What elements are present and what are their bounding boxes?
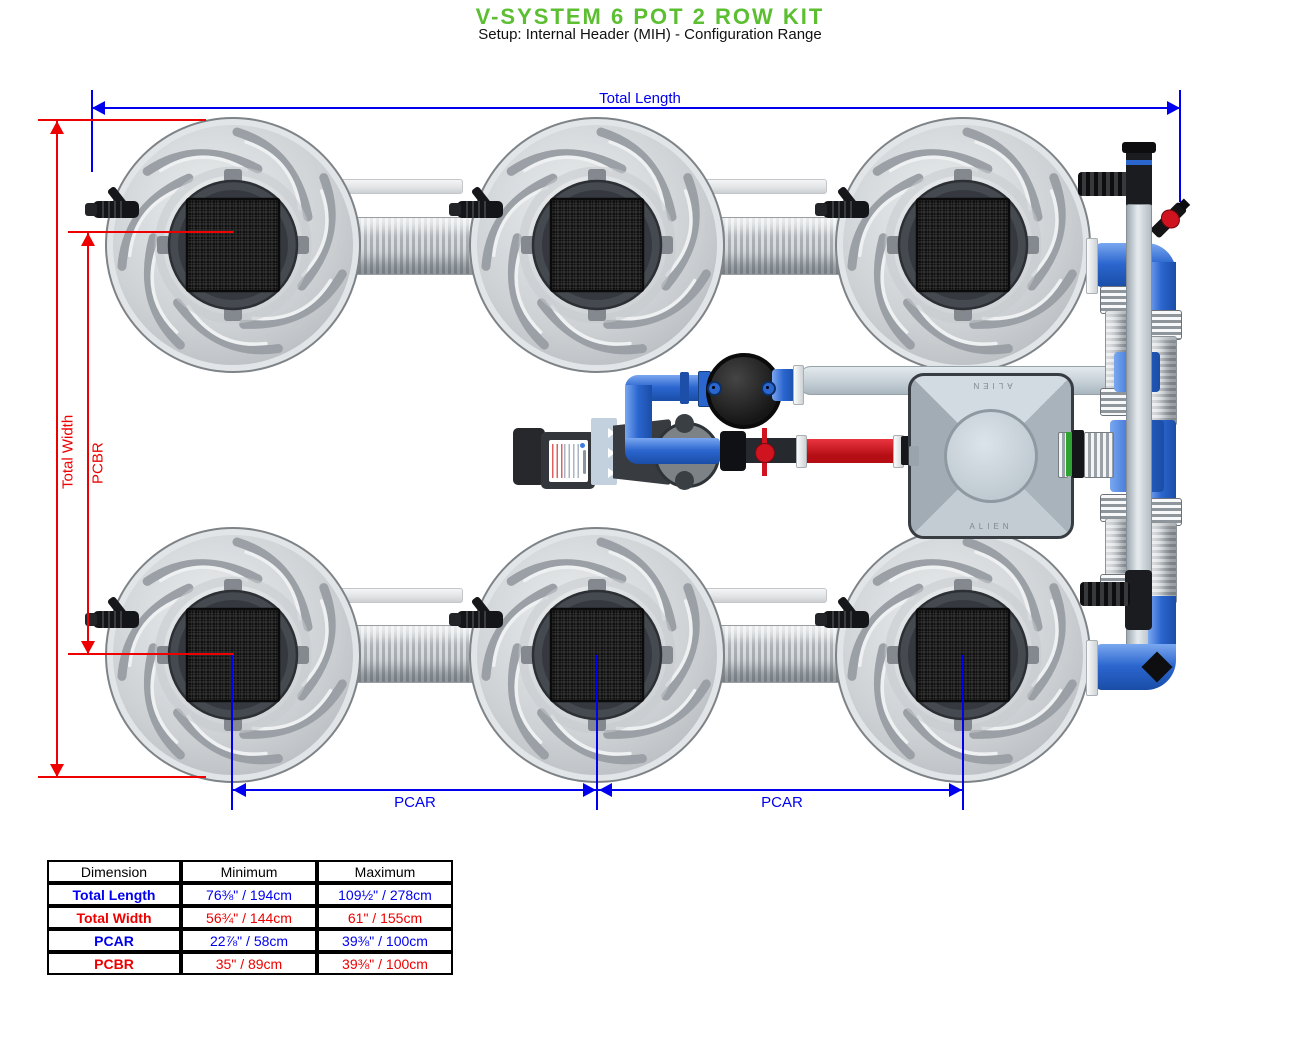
pcar-tick	[596, 655, 598, 810]
total-length-ext-right	[1179, 90, 1181, 202]
screen-indicator-dot	[580, 443, 585, 448]
reservoir-outlet-connector	[1058, 430, 1114, 478]
pot	[836, 116, 1098, 379]
total-length-line	[92, 107, 1180, 109]
header-dimension: Dimension	[47, 860, 181, 883]
header-arm-bottom	[1080, 582, 1130, 606]
green-band	[1066, 432, 1072, 476]
total-length-label: Total Length	[599, 90, 681, 107]
reservoir-tab-left	[909, 446, 919, 466]
page-subtitle: Setup: Internal Header (MIH) - Configura…	[478, 26, 822, 43]
pot	[836, 526, 1098, 789]
header-maximum: Maximum	[317, 860, 453, 883]
total-width-line	[56, 121, 58, 777]
reservoir-brand-top: ALIEN	[969, 381, 1013, 390]
pcar-label-left: PCAR	[394, 794, 436, 811]
pot-clamp	[1086, 640, 1098, 696]
arrowhead	[233, 783, 246, 797]
header-elbow-bot-v	[1148, 596, 1176, 652]
pump-motor	[513, 428, 545, 485]
screen-lines-red	[552, 444, 563, 478]
total-width-ext-top	[38, 119, 206, 121]
pump-outlet-coupling	[720, 431, 746, 471]
pcar-tick	[231, 655, 233, 810]
total-width-label: Total Width	[59, 414, 77, 490]
reservoir: ALIEN ALIEN	[908, 373, 1074, 539]
pcbr-ext-bottom	[68, 653, 234, 655]
pot	[106, 526, 368, 789]
maximum-cell: 39⅜" / 100cm	[317, 929, 453, 952]
dimension-cell: PCBR	[47, 952, 181, 975]
header-tee-cap	[1122, 142, 1156, 153]
pcbr-label: PCBR	[89, 442, 107, 484]
dimension-cell: Total Width	[47, 906, 181, 929]
maximum-cell: 61" / 155cm	[317, 906, 453, 929]
arrowhead	[81, 641, 95, 654]
pump-bracket	[591, 418, 617, 485]
header-elbow-top-v	[1148, 262, 1176, 314]
screen-lines-gray	[564, 444, 582, 478]
pot	[106, 116, 368, 379]
minimum-cell: 76⅜" / 194cm	[181, 883, 317, 906]
pcbr-ext-top	[68, 231, 234, 233]
reservoir-brand-bottom: ALIEN	[969, 522, 1013, 531]
pot-clamp	[1086, 238, 1098, 294]
pot	[470, 116, 732, 379]
header-arm-top	[1078, 172, 1130, 196]
dimension-cell: Total Length	[47, 883, 181, 906]
header-minimum: Minimum	[181, 860, 317, 883]
hose-clamp	[793, 365, 804, 405]
pump-pipe-bottom	[625, 438, 720, 464]
red-valve	[755, 443, 775, 463]
pot	[470, 526, 732, 789]
arrowhead	[599, 783, 612, 797]
dimension-cell: PCAR	[47, 929, 181, 952]
arrowhead	[81, 233, 95, 246]
table-header-row: Dimension Minimum Maximum	[47, 860, 453, 883]
pcar-tick	[962, 655, 964, 810]
arrowhead	[50, 121, 64, 134]
dome-outlet	[772, 369, 796, 401]
minimum-cell: 22⅞" / 58cm	[181, 929, 317, 952]
pump-head-port-bottom	[675, 471, 694, 490]
red-feed-pipe	[805, 439, 897, 463]
total-width-ext-bottom	[38, 776, 206, 778]
arrowhead	[949, 783, 962, 797]
pcar-line	[232, 789, 963, 791]
dome-bolt-left	[707, 381, 722, 396]
maximum-cell: 39⅜" / 100cm	[317, 952, 453, 975]
dome-bolt-right	[761, 381, 776, 396]
minimum-cell: 56¾" / 144cm	[181, 906, 317, 929]
maximum-cell: 109½" / 278cm	[317, 883, 453, 906]
pcbr-line	[87, 233, 89, 654]
header-tee-stripe	[1126, 160, 1152, 165]
reservoir-lid	[944, 409, 1038, 503]
pipe-ring	[680, 372, 689, 404]
arrowhead	[583, 783, 596, 797]
pipe-clamp	[796, 435, 807, 468]
arrowhead	[1167, 101, 1180, 115]
pump-head-port-top	[675, 414, 694, 433]
pcar-label-right: PCAR	[761, 794, 803, 811]
header-tee-top	[1126, 146, 1152, 208]
arrowhead	[50, 764, 64, 777]
total-length-ext-left	[91, 90, 93, 172]
controller-screen	[549, 440, 588, 482]
page-title: V-SYSTEM 6 POT 2 ROW KIT	[475, 4, 825, 29]
corrugated-riser	[1149, 522, 1177, 604]
arrowhead	[92, 101, 105, 115]
minimum-cell: 35" / 89cm	[181, 952, 317, 975]
screen-scrollbar	[583, 450, 586, 474]
